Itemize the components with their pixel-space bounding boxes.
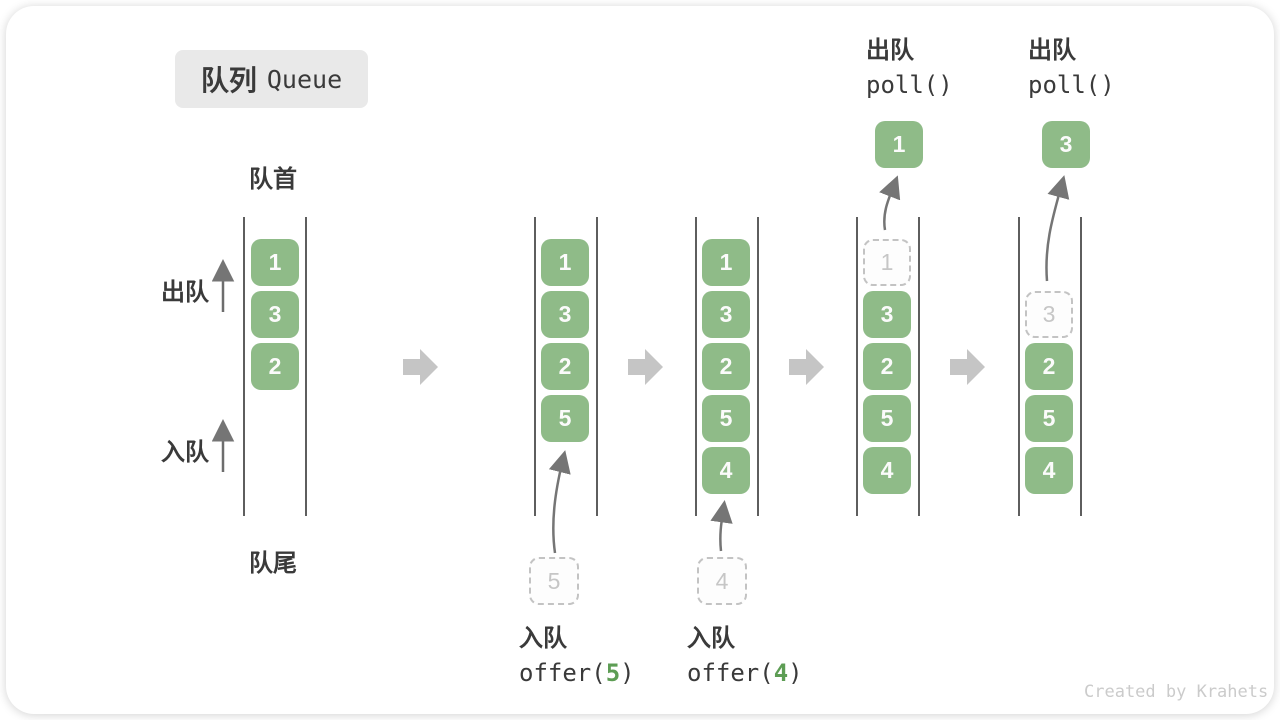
queue-cell: 5 <box>1025 395 1073 442</box>
op-zh: 入队 <box>687 625 735 652</box>
queue-cell: 3 <box>541 291 589 338</box>
op-zh: 出队 <box>866 37 914 64</box>
step-arrow-icon <box>789 349 824 385</box>
op-fn: offer( <box>519 659 606 687</box>
queue-cell: 1 <box>702 239 750 286</box>
queue-cell: 2 <box>1025 343 1073 390</box>
queue-wall <box>918 217 920 516</box>
step-arrow-icon <box>403 349 438 385</box>
queue-cell: 4 <box>1025 447 1073 494</box>
arrows-layer <box>211 175 1070 554</box>
queue-cell: 2 <box>702 343 750 390</box>
queue-cell: 1 <box>541 239 589 286</box>
enqueue-5-arrow-icon <box>548 450 571 554</box>
diagram-card: 队列 Queue 队首 队尾 出队 入队 <box>6 6 1274 714</box>
pending-value-box: 5 <box>529 557 579 605</box>
op-label-enqueue-4: 入队 offer(4) <box>687 622 803 690</box>
op-fn: offer( <box>687 659 774 687</box>
queue-cell: 4 <box>863 447 911 494</box>
queue-wall <box>243 217 245 516</box>
queue-wall <box>695 217 697 516</box>
op-label-enqueue-5: 入队 offer(5) <box>519 622 635 690</box>
op-code: poll() <box>1028 71 1115 99</box>
queue-cell: 5 <box>541 395 589 442</box>
queue-wall <box>1018 217 1020 516</box>
title-zh: 队列 <box>200 65 257 96</box>
queue-cell: 3 <box>863 291 911 338</box>
op-label-poll-1: 出队 poll() <box>866 34 953 102</box>
op-arg: 5 <box>605 659 621 687</box>
op-label-poll-3: 出队 poll() <box>1028 34 1115 102</box>
enqueue-4-arrow-icon <box>710 500 733 552</box>
queue-wall <box>856 217 858 516</box>
queue-cell: 5 <box>702 395 750 442</box>
label-dequeue-side: 出队 <box>161 279 209 306</box>
queue-cell: 2 <box>251 343 299 390</box>
poll-3-arrow-icon <box>1045 175 1070 282</box>
polled-value-box: 1 <box>875 121 923 168</box>
op-code: poll() <box>866 71 953 99</box>
queue-cell: 2 <box>541 343 589 390</box>
label-enqueue-side: 入队 <box>161 439 209 466</box>
label-queue-rear: 队尾 <box>249 550 297 577</box>
watermark: Created by Krahets <box>1084 682 1269 702</box>
queue-wall <box>305 217 307 516</box>
queue-wall <box>757 217 759 516</box>
title-en: Queue <box>266 64 343 94</box>
queue-cell: 5 <box>863 395 911 442</box>
step-arrow-icon <box>628 349 663 385</box>
poll-1-arrow-icon <box>879 175 901 231</box>
op-arg: 4 <box>773 659 789 687</box>
removed-value-box: 3 <box>1025 291 1073 338</box>
op-close: ) <box>620 659 635 687</box>
pending-value-box: 4 <box>697 557 747 605</box>
polled-value-box: 3 <box>1042 121 1090 168</box>
step-arrow-icon <box>950 349 985 385</box>
op-code: offer(4) <box>687 656 803 690</box>
queue-wall <box>1080 217 1082 516</box>
removed-value-box: 1 <box>863 239 911 286</box>
queue-cell: 2 <box>863 343 911 390</box>
title-badge: 队列 Queue <box>175 50 368 108</box>
queue-cell: 4 <box>702 447 750 494</box>
op-zh: 入队 <box>519 625 567 652</box>
queue-wall <box>534 217 536 516</box>
queue-wall <box>596 217 598 516</box>
op-code: offer(5) <box>519 656 635 690</box>
label-queue-front: 队首 <box>249 166 297 193</box>
queue-cell: 3 <box>251 291 299 338</box>
op-zh: 出队 <box>1028 37 1076 64</box>
op-close: ) <box>788 659 803 687</box>
queue-cell: 3 <box>702 291 750 338</box>
queue-cell: 1 <box>251 239 299 286</box>
